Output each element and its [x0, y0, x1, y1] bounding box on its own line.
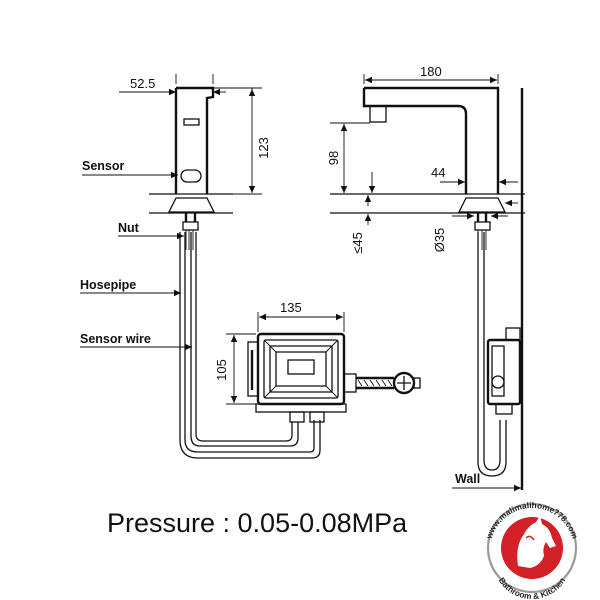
- box-outlet: [309, 411, 325, 423]
- label-sensor: Sensor: [82, 159, 125, 173]
- nut-left: [167, 197, 216, 213]
- dim-180-label: 180: [420, 64, 442, 79]
- side-view-faucet: [330, 86, 525, 490]
- dim-52-5-label: 52.5: [130, 76, 155, 91]
- dim-box-width: 135: [257, 300, 345, 332]
- dim-box-height: 105: [214, 333, 256, 405]
- dim-sensor-height: 123: [213, 87, 271, 195]
- dim-105-label: 105: [214, 359, 229, 381]
- dim-135-label: 135: [280, 300, 302, 315]
- dim-deck-thickness: ≤45: [350, 195, 372, 254]
- label-sensor-wire: Sensor wire: [80, 332, 151, 346]
- wall-callout: Wall: [452, 472, 521, 492]
- pressure-label: Pressure : 0.05-0.08MPa: [107, 508, 408, 538]
- dim-le45-label: ≤45: [350, 232, 365, 254]
- dim-spout-height: 98: [326, 122, 376, 193]
- dim-d35-label: Ø35: [432, 228, 447, 253]
- dim-reach: 180: [363, 64, 499, 84]
- dim-44-label: 44: [431, 165, 445, 180]
- dim-spout-width: 52.5: [119, 74, 226, 96]
- sensor-window: [180, 169, 202, 183]
- nut-right: [457, 197, 507, 213]
- box-display: [287, 359, 315, 375]
- horse-icon: [517, 516, 556, 568]
- dim-98-label: 98: [326, 151, 341, 165]
- side-spout-outlet: [369, 105, 387, 123]
- dim-base-width: 44: [431, 165, 518, 186]
- box-inlet: [289, 411, 305, 423]
- hosepipe-left: [179, 232, 321, 459]
- label-nut: Nut: [118, 221, 140, 235]
- dim-shank-diameter: Ø35: [432, 199, 518, 253]
- dim-123-label: 123: [256, 137, 271, 159]
- label-hosepipe: Hosepipe: [80, 278, 136, 292]
- callouts: Sensor Nut Hosepipe Sensor wire: [80, 159, 192, 351]
- control-box: [247, 332, 421, 423]
- spout-outlet: [183, 118, 200, 126]
- brand-logo: www.malimalihome778.com Bathroom & Kitch…: [483, 500, 580, 600]
- front-view-faucet: [149, 86, 233, 250]
- label-wall: Wall: [455, 472, 480, 486]
